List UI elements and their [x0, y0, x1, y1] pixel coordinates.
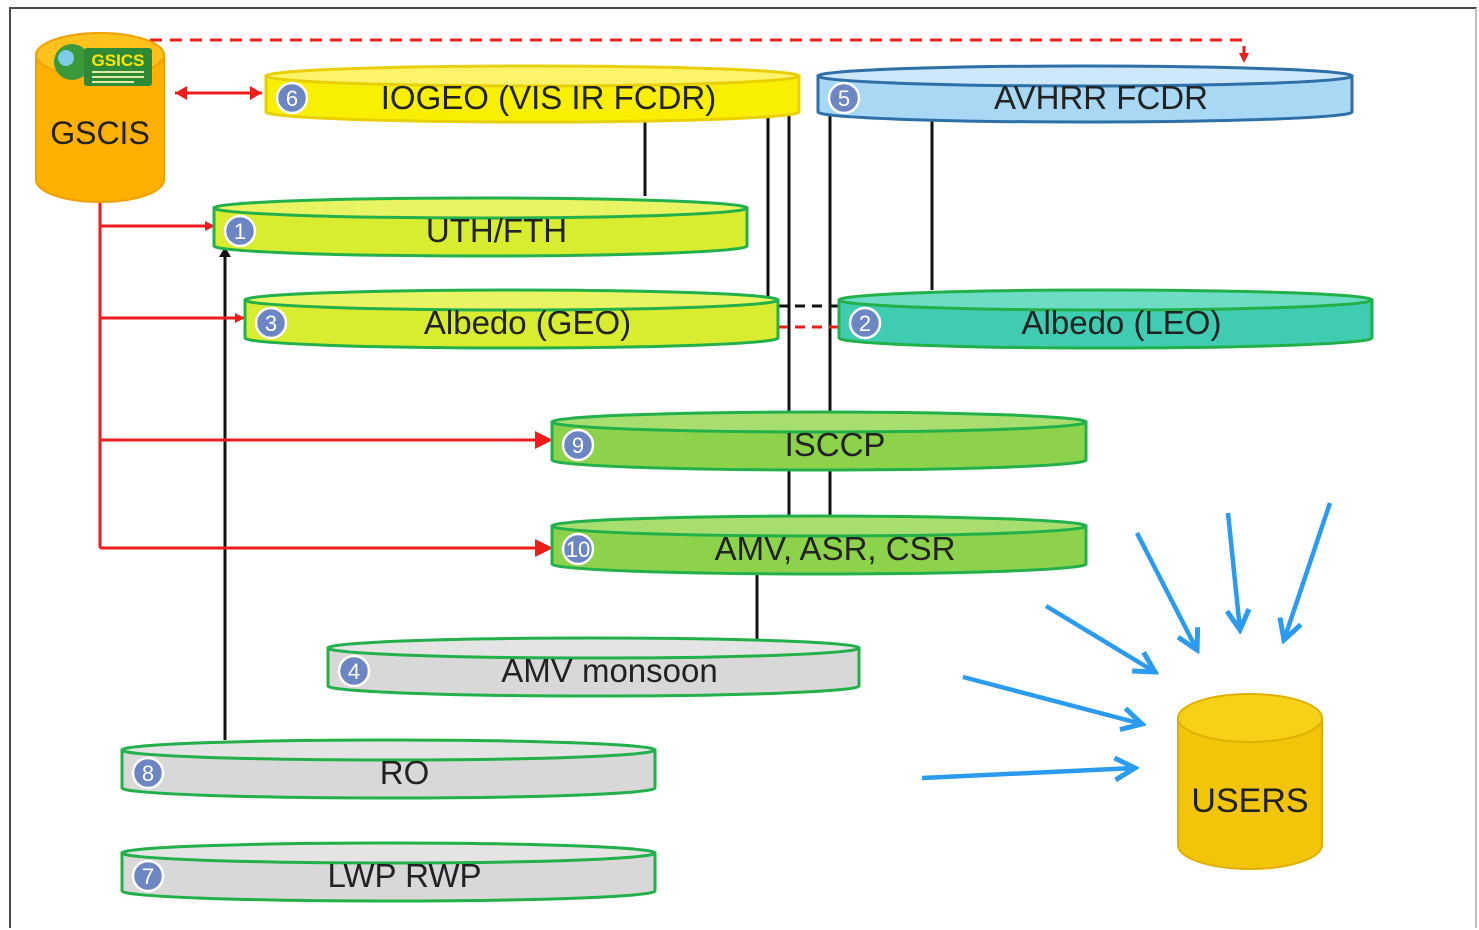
disc-top: [120, 738, 657, 762]
disc-body: [326, 646, 861, 698]
number-badge-text: 3: [265, 311, 277, 336]
disc-body: [120, 851, 657, 903]
product-label: UTH/FTH: [426, 212, 567, 249]
product-disc-isccp: 9 ISCCP: [550, 410, 1088, 472]
product-label: AVHRR FCDR: [994, 79, 1208, 116]
number-badge: [223, 214, 257, 248]
product-disc-amv-asr-csr: 10 AMV, ASR, CSR: [550, 514, 1088, 576]
disc-body: [243, 298, 780, 350]
disc-body: [816, 74, 1354, 124]
disc-top: [326, 636, 861, 660]
disc-top: [120, 841, 657, 865]
product-label: IOGEO (VIS IR FCDR): [381, 79, 717, 116]
gscis-red-arrows: [98, 38, 1249, 557]
product-label: Albedo (GEO): [424, 304, 631, 341]
number-badge: [337, 654, 371, 688]
users-label: USERS: [1191, 782, 1308, 820]
number-badge-text: 6: [286, 86, 298, 111]
number-badge-text: 4: [348, 659, 360, 684]
number-badge-text: 9: [572, 433, 584, 458]
number-badge-text: 5: [838, 86, 850, 111]
product-label: Albedo (LEO): [1022, 304, 1222, 341]
number-badge-text: 2: [859, 311, 871, 336]
users-database: USERS: [1177, 693, 1323, 870]
gsics-logo: GSICS: [54, 44, 152, 86]
number-badge: [275, 81, 309, 115]
disc-top: [816, 64, 1354, 88]
disc-top: [212, 196, 749, 220]
number-badge-text: 7: [142, 864, 154, 889]
number-badge-text: 10: [566, 537, 590, 562]
product-label: RO: [380, 754, 430, 791]
disc-body: [837, 298, 1374, 350]
product-label: AMV monsoon: [501, 652, 717, 689]
product-disc-ro: 8 RO: [120, 738, 657, 800]
product-label: AMV, ASR, CSR: [715, 530, 956, 567]
disc-body: [120, 748, 657, 800]
disc-top: [243, 288, 780, 312]
product-disc-amv-monsoon: 4 AMV monsoon: [326, 636, 861, 698]
disc-body: [550, 524, 1088, 576]
product-disc-lwp-rwp: 7 LWP RWP: [120, 841, 657, 903]
disc-body: [212, 206, 749, 258]
product-disc-avhrr-fcdr: 5 AVHRR FCDR: [816, 64, 1354, 124]
diagram-frame: [9, 7, 1477, 928]
product-label: LWP RWP: [327, 857, 481, 894]
disc-top: [837, 288, 1374, 312]
disc-body: [550, 420, 1088, 472]
user-demand-arrows: [921, 502, 1333, 778]
number-badge: [254, 306, 288, 340]
product-disc-iogeo: 6 IOGEO (VIS IR FCDR): [264, 64, 801, 124]
number-badge: [131, 756, 165, 790]
product-label: ISCCP: [785, 426, 886, 463]
gsics-logo-text: GSICS: [92, 51, 145, 70]
disc-top: [550, 514, 1088, 538]
number-badge: [561, 428, 595, 462]
disc-top: [264, 64, 801, 88]
product-disc-albedo-leo: 2 Albedo (LEO): [837, 288, 1374, 350]
disc-top: [550, 410, 1088, 434]
product-disc-albedo-geo: 3 Albedo (GEO): [243, 288, 780, 350]
gscis-label: GSCIS: [50, 115, 150, 151]
number-badge: [131, 859, 165, 893]
number-badge: [827, 81, 861, 115]
product-disc-uth-fth: 1 UTH/FTH: [212, 196, 749, 258]
number-badge: [561, 532, 595, 566]
number-badge-text: 1: [234, 219, 246, 244]
number-badge: [848, 306, 882, 340]
gscis-database: GSICS GSCIS: [35, 32, 165, 203]
product-discs: 6 IOGEO (VIS IR FCDR) 5 AVHRR FCDR 1 UTH/FTH 3…: [120, 64, 1374, 903]
albedo-dashed-links: [778, 304, 840, 329]
disc-body: [264, 74, 801, 124]
number-badge-text: 8: [142, 761, 154, 786]
